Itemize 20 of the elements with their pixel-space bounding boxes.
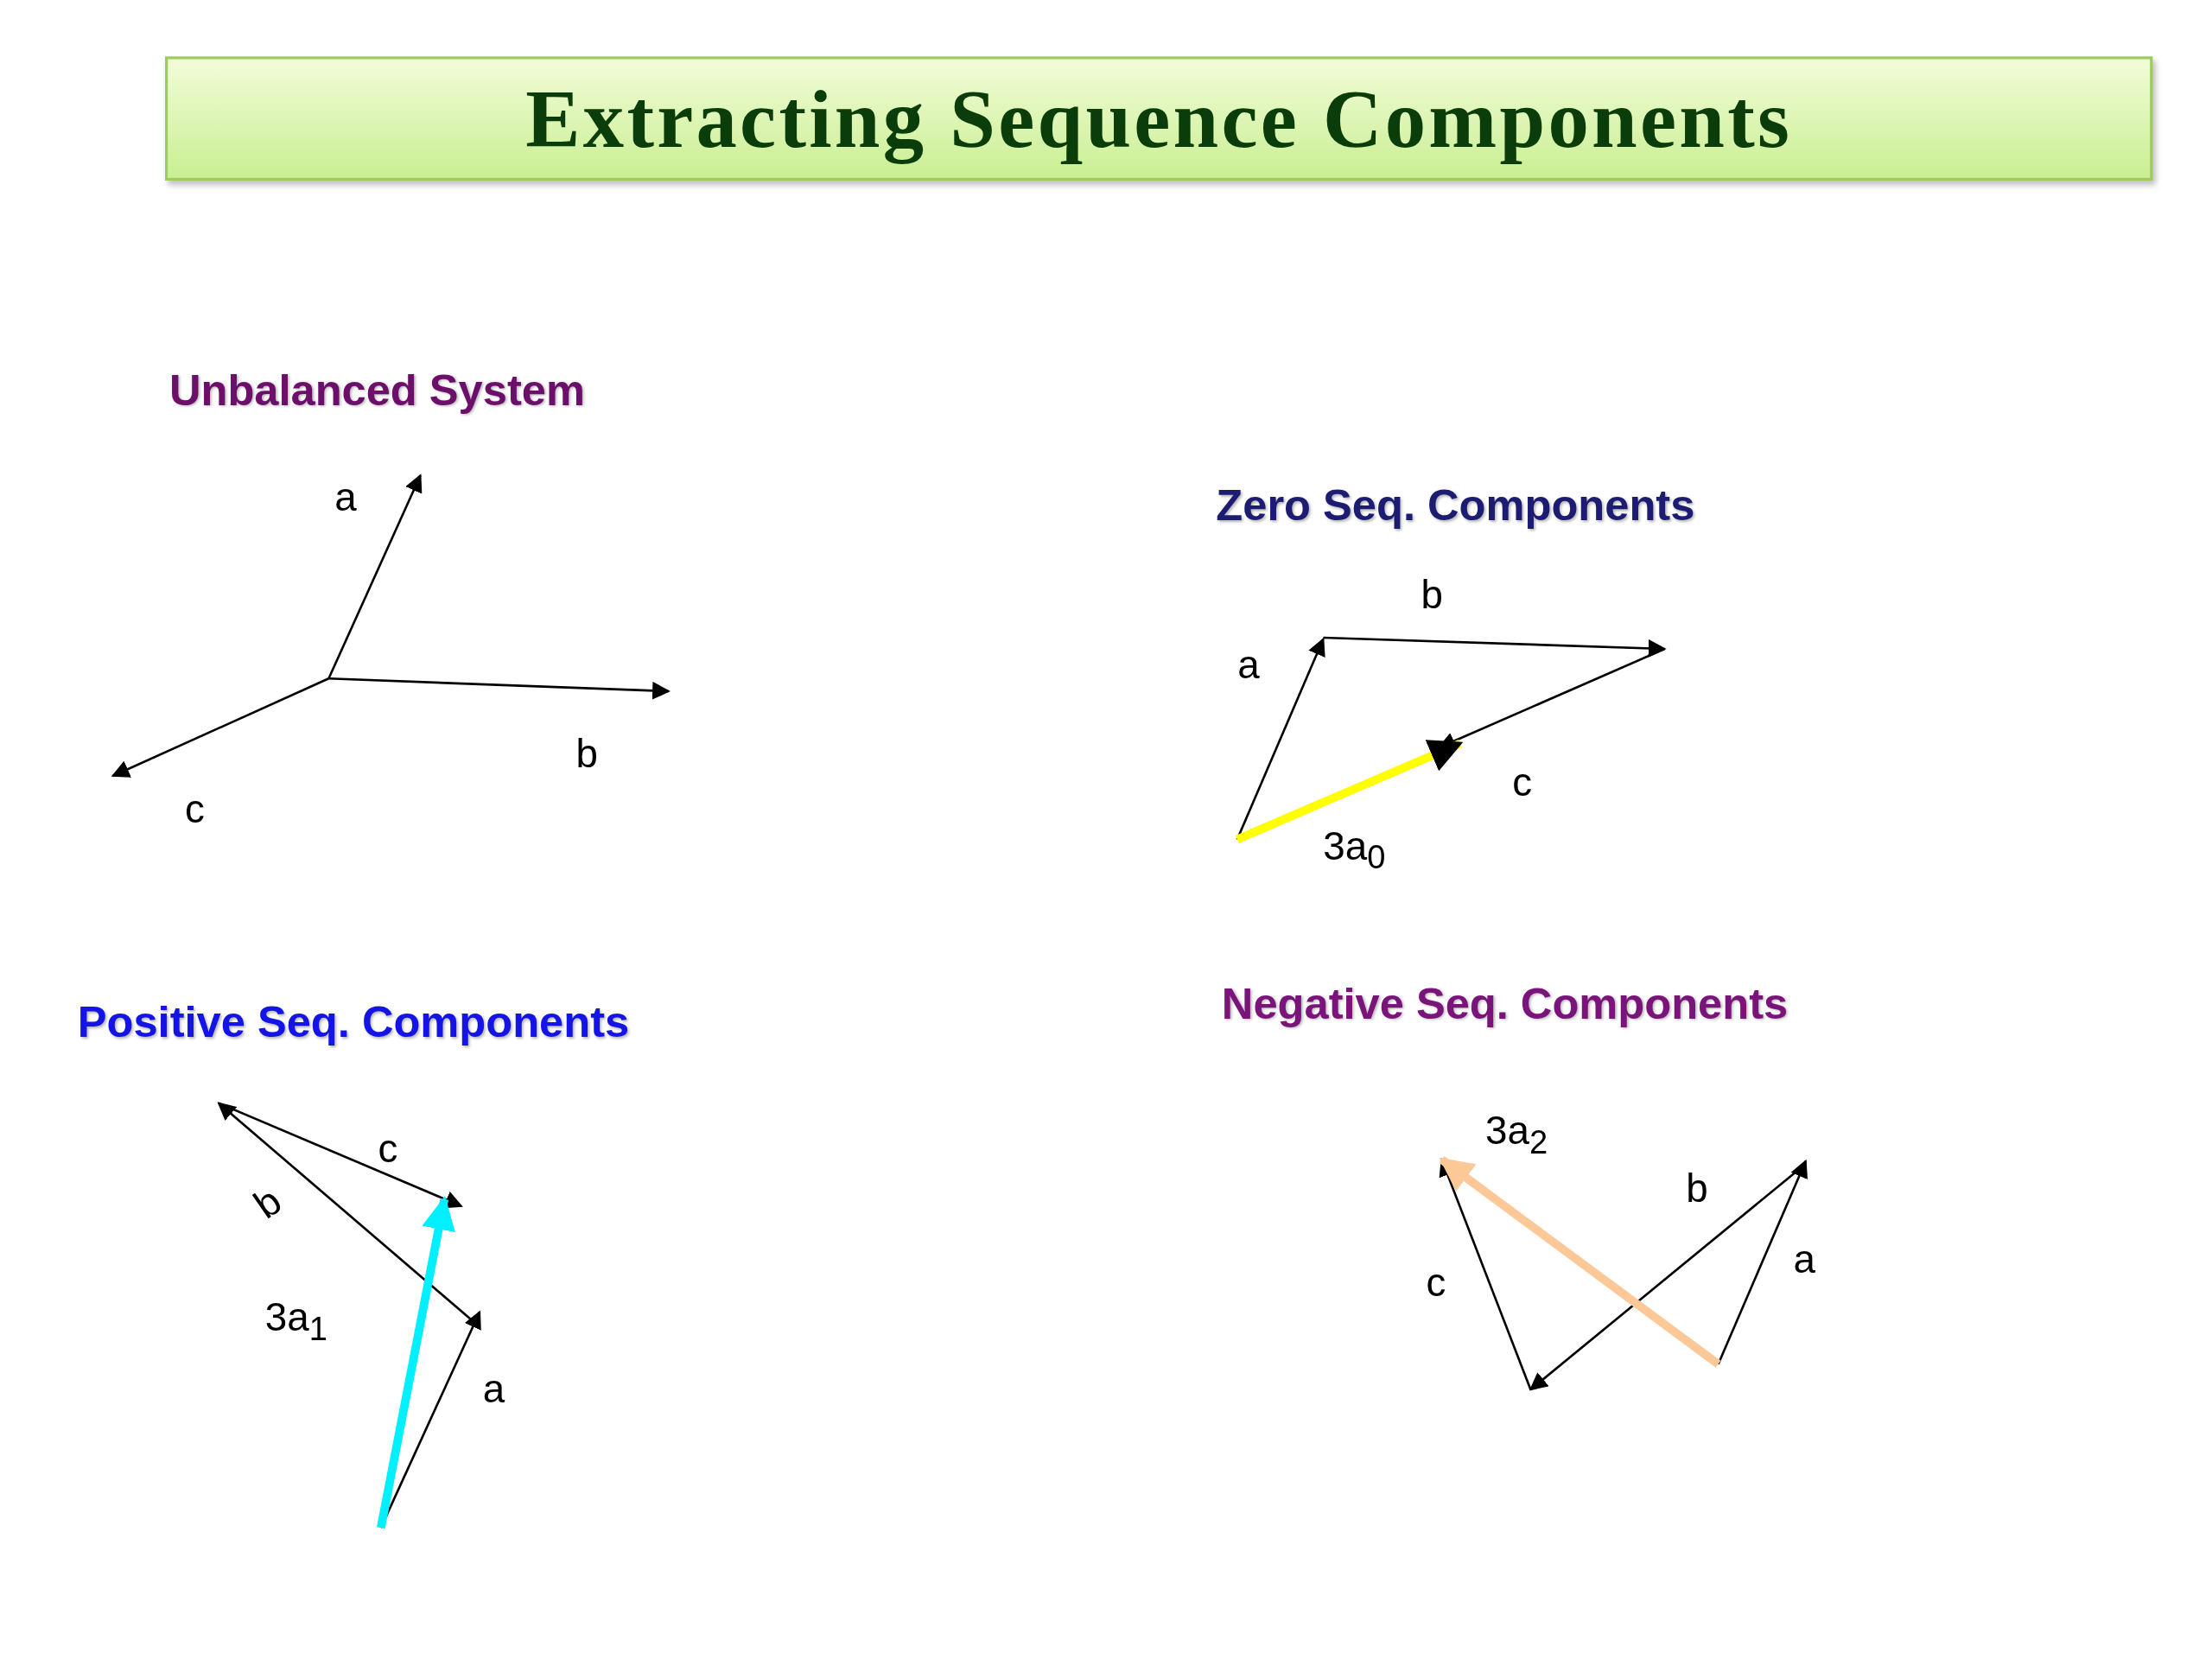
vector-label: c: [1426, 1261, 1446, 1306]
vector-label: b: [245, 1178, 290, 1229]
title-banner: Extracting Sequence Components: [165, 56, 2153, 181]
vector-label: 3a$_{2}$: [1485, 1109, 1548, 1162]
section-heading: Negative Seq. Components: [1221, 979, 1789, 1030]
vector-label: c: [1512, 760, 1533, 806]
vector-label: b: [575, 732, 598, 778]
vector-label: a: [482, 1367, 505, 1413]
vector-label: c: [184, 787, 205, 833]
vector-label: b: [1421, 572, 1443, 619]
vector-label: b: [1686, 1166, 1708, 1212]
vector-label: a: [1793, 1236, 1815, 1283]
section-heading: Zero Seq. Components: [1216, 480, 1695, 532]
vector-label: 3a$_{0}$: [1323, 823, 1386, 878]
section-heading: Unbalanced System: [168, 365, 585, 416]
section-heading: Positive Seq. Components: [77, 997, 630, 1049]
vector-label: a: [1237, 643, 1260, 689]
vector-label: 3a$_{1}$: [264, 1295, 327, 1349]
vector-label: a: [334, 475, 357, 521]
vector-label: c: [378, 1127, 398, 1173]
